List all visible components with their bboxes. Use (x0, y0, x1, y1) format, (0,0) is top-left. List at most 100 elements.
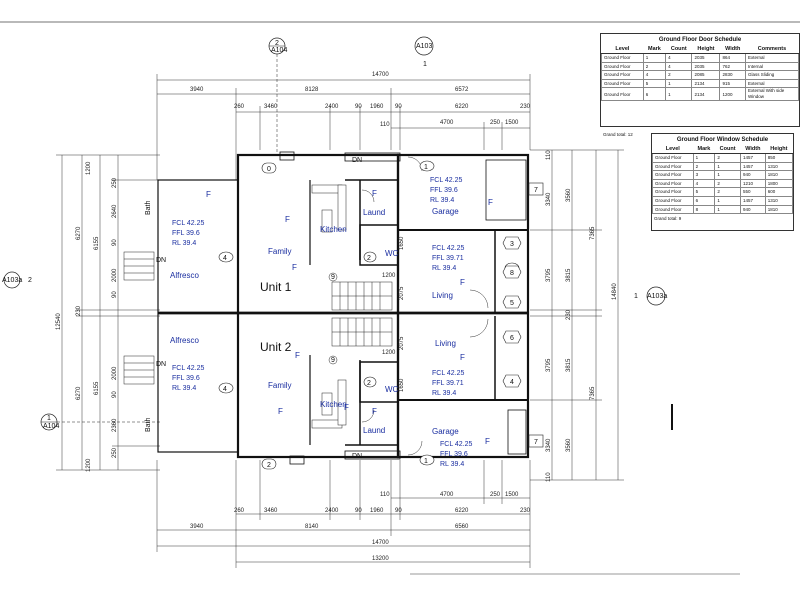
dim-top-row2-c: 6572 (455, 87, 469, 93)
svg-text:F: F (372, 189, 377, 198)
alfresco-steps (123, 251, 155, 385)
door-col-comments: Comments (745, 45, 799, 54)
dim-left-small-5: 90 (112, 291, 118, 298)
svg-text:7: 7 (534, 187, 538, 194)
room-wc-u2: WC (385, 385, 399, 394)
dim-top-row3-c: 2400 (325, 104, 339, 110)
svg-text:4: 4 (510, 379, 514, 386)
levels-alfresco-u1: FCL 42.25 FFL 39.6 RL 39.4 (172, 220, 205, 247)
section-marker-bottom-left: 1 A104 (40, 413, 160, 431)
svg-text:4: 4 (223, 255, 227, 262)
tag-3: 3 (502, 236, 522, 250)
section-bl-sheet: A104 (43, 423, 59, 430)
kitchen-benches (311, 184, 347, 429)
dim-right-inner2-b: 3795 (546, 268, 552, 282)
svg-text:FCL 42.25: FCL 42.25 (172, 365, 205, 372)
dim-bottom-row2-g: 6220 (455, 508, 469, 514)
dim-right-inner2-d: 3340 (546, 438, 552, 452)
dim-left-small-7: 90 (112, 391, 118, 398)
floor-markers: F F F F F F F F F F F F (206, 189, 493, 446)
win-col-width: Width (740, 145, 766, 154)
svg-text:2: 2 (367, 380, 371, 387)
levels-living-u1: FCL 42.25 FFL 39.71 RL 39.4 (432, 245, 465, 272)
door-col-level: Level (601, 45, 644, 54)
svg-text:5: 5 (510, 300, 514, 307)
dim-left-outer: 12540 (56, 313, 62, 330)
levels-garage-u1: FCL 42.25 FFL 39.6 RL 39.4 (430, 177, 463, 204)
door-schedule-total: Grand total: 12 (603, 132, 633, 137)
dim-top-row3-b: 3460 (264, 104, 278, 110)
door-swings (361, 156, 489, 456)
top-dimensions (156, 74, 531, 180)
dim-bottom-row2-e: 1960 (370, 508, 384, 514)
svg-text:9: 9 (331, 357, 335, 364)
tag-1-garage-u2: 1 (419, 454, 435, 466)
window-schedule-grid: Level Mark Count Width Height Ground Flo… (652, 145, 794, 215)
svg-text:7: 7 (534, 439, 538, 446)
right-dimensions (530, 149, 624, 481)
svg-text:FFL 39.71: FFL 39.71 (432, 380, 464, 387)
dim-right-inner-e: 3560 (566, 438, 572, 452)
dim-left-small-6: 2000 (112, 366, 118, 380)
tag-5: 5 (502, 295, 522, 309)
svg-text:F: F (285, 215, 290, 224)
svg-text:FCL 42.25: FCL 42.25 (440, 441, 473, 448)
levels-alfresco-u2: FCL 42.25 FFL 39.6 RL 39.4 (172, 365, 205, 392)
dim-wc-u2: 1650 (399, 378, 405, 392)
bottom-dimensions (156, 460, 740, 575)
tag-2-wc-u1: 2 (363, 251, 377, 263)
dim-left-mid-a: 6270 (76, 226, 82, 240)
dim-left-inner-b: 6155 (94, 381, 100, 395)
levels-garage-u2: FCL 42.25 FFL 39.6 RL 39.4 (440, 441, 473, 468)
svg-text:F: F (206, 190, 211, 199)
dim-bottom-overall: 14700 (372, 540, 389, 546)
stair-unit-2 (331, 317, 393, 347)
dim-left-small-9: 250 (112, 447, 118, 458)
tag-0-top: 0 (261, 162, 277, 174)
window-schedule-table: Ground Floor Window Schedule Level Mark … (651, 133, 794, 231)
dim-bottom-row1-b: 4700 (440, 492, 454, 498)
section-marker-left: A103a 2 (2, 271, 32, 289)
svg-text:4: 4 (223, 386, 227, 393)
unit-1-label: Unit 1 (260, 280, 292, 294)
dim-top-row4-c: 250 (490, 120, 501, 126)
svg-text:0: 0 (267, 166, 271, 173)
section-right-label: A103a (647, 293, 667, 300)
tag-1-garage-u1: 1 (419, 160, 435, 172)
room-alfresco-u2: Alfresco (170, 336, 199, 345)
svg-text:FCL 42.25: FCL 42.25 (172, 220, 205, 227)
dn-label-top: DN (352, 157, 362, 164)
dim-right-mid-b: 7365 (590, 386, 596, 400)
room-living-u1: Living (432, 291, 453, 300)
dim-left-small-0: 1200 (86, 161, 92, 175)
tag-9-u2: 9 (328, 355, 338, 365)
dim-stair-h-u2: 2075 (399, 336, 405, 350)
tag-2-wc-u2: 2 (363, 376, 377, 388)
dn-label-alfresco-u1: DN (156, 257, 166, 264)
section-left-num: 2 (28, 277, 32, 284)
dim-bottom-row3-a: 3940 (190, 524, 204, 530)
dim-left-small-8: 2360 (112, 418, 118, 432)
unit-2-label: Unit 2 (260, 340, 292, 354)
dim-left-small-10: 1200 (86, 458, 92, 472)
room-kitchen-u1: Kitchen (320, 225, 347, 234)
levels-living-u2: FCL 42.25 FFL 39.71 RL 39.4 (432, 370, 465, 397)
svg-text:F: F (372, 407, 377, 416)
svg-text:F: F (278, 407, 283, 416)
dim-right-inner-a: 3560 (566, 188, 572, 202)
dim-top-row2-b: 8128 (305, 87, 319, 93)
dim-right-mid-a: 7365 (590, 226, 596, 240)
dim-bottom-row2-a: 260 (234, 508, 245, 514)
room-family-u1: Family (268, 247, 292, 256)
room-garage-u2: Garage (432, 427, 459, 436)
section-marker-top: 2 A104 (268, 37, 287, 156)
win-col-level: Level (652, 145, 694, 154)
dim-top-row4-d: 1500 (505, 120, 519, 126)
door-schedule-title: Ground Floor Door Schedule (658, 37, 742, 43)
dim-bottom-row1-c: 250 (490, 492, 501, 498)
